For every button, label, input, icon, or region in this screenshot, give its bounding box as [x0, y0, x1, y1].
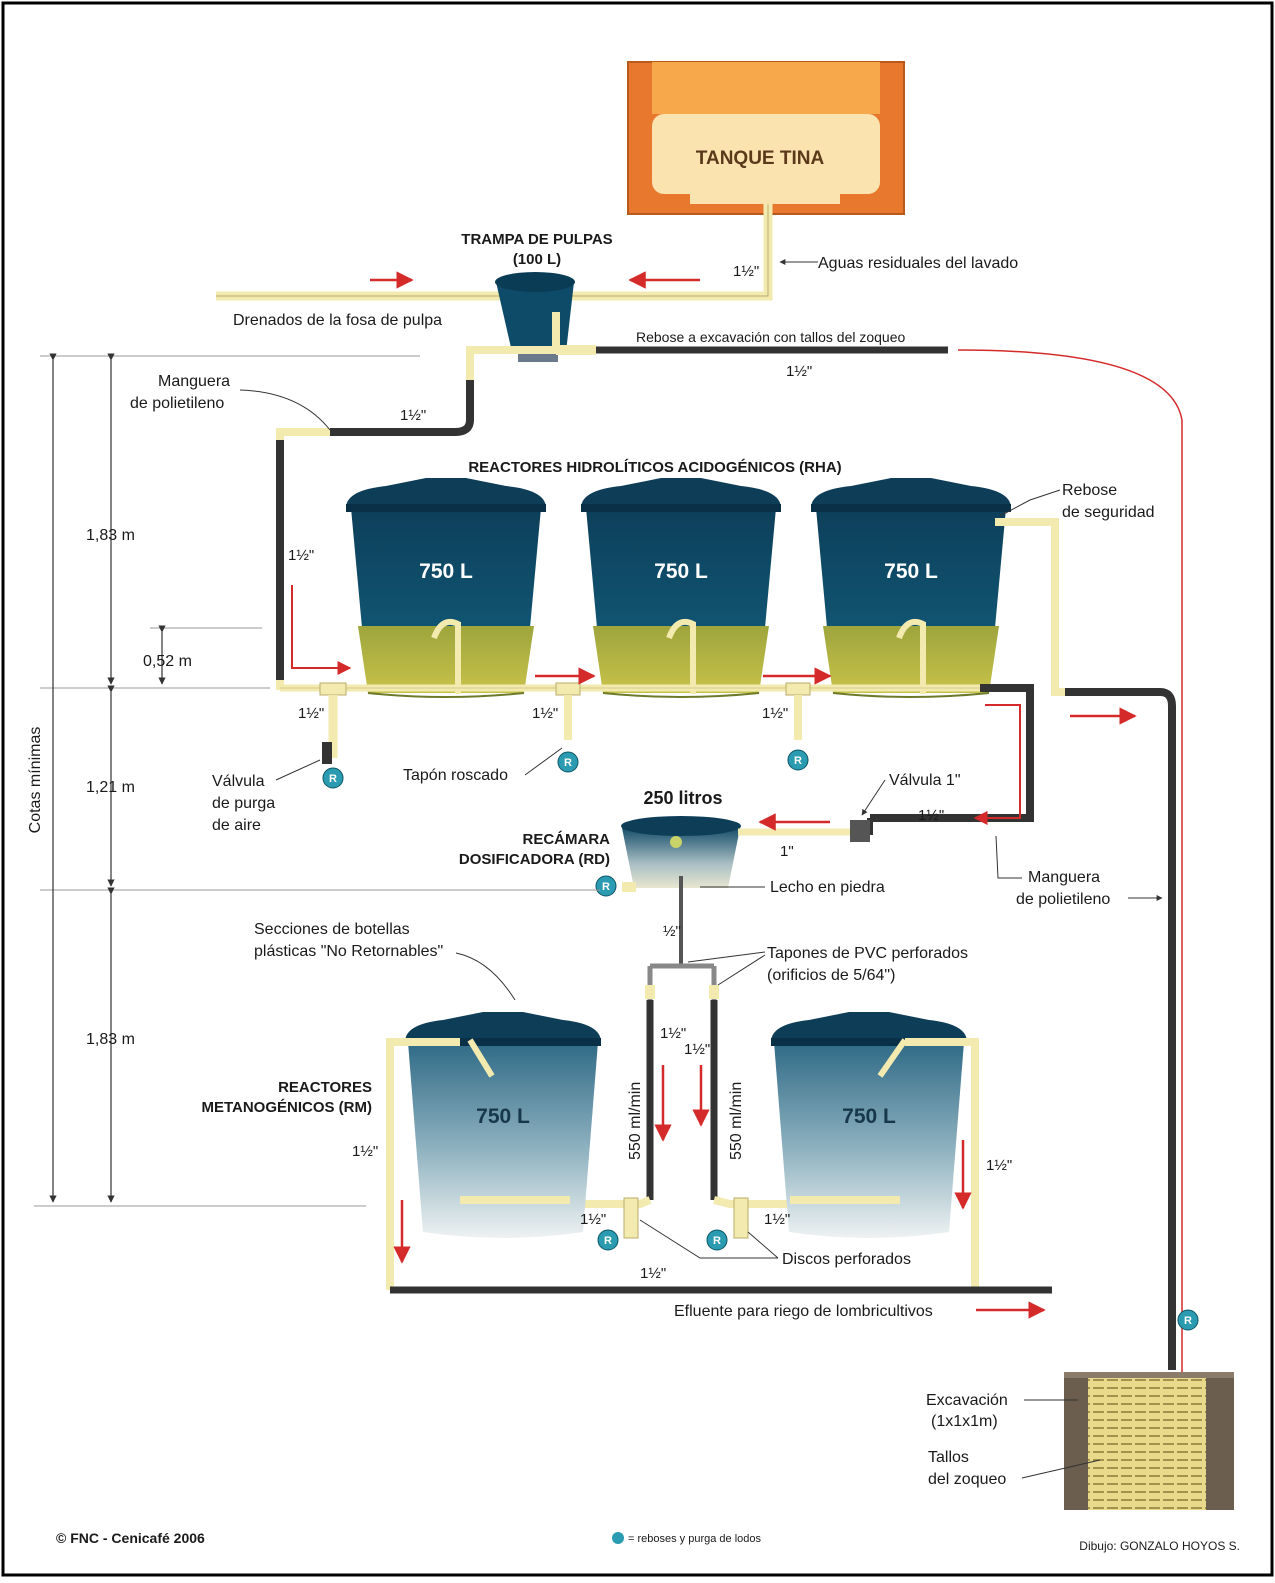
r-badge: R — [595, 875, 617, 897]
legend-label: = reboses y purga de lodos — [628, 1533, 762, 1545]
pipe-size-label: 1½" — [580, 1211, 606, 1228]
pipe-size-label: 1½" — [288, 547, 314, 564]
valvula-1-label: Válvula 1" — [889, 772, 961, 789]
pipe-size-label: 1½" — [733, 263, 759, 280]
top-pipes — [216, 204, 1183, 1380]
rha-title: REACTORES HIDROLÍTICOS ACIDOGÉNICOS (RHA… — [468, 459, 841, 476]
pipe-size-label: 1½" — [684, 1041, 710, 1058]
pipe-size-label: ½" — [663, 923, 681, 940]
rd-title-2: DOSIFICADORA (RD) — [459, 851, 610, 868]
manguera-label: Manguera — [158, 373, 230, 390]
r-badge: R — [1177, 1309, 1199, 1331]
pipe-size-label: 1½" — [918, 807, 944, 824]
aguas-residuales-label: Aguas residuales del lavado — [818, 255, 1018, 272]
pipe-size-label: 1½" — [660, 1025, 686, 1042]
pipe-size-label: 1½" — [986, 1157, 1012, 1174]
excavacion-label: Excavación — [926, 1392, 1008, 1409]
discos-perforados-label: Discos perforados — [782, 1251, 911, 1268]
pipe-size-label: 1½" — [764, 1211, 790, 1228]
tanque-tina-label: TANQUE TINA — [696, 148, 825, 169]
rd-capacity: 250 litros — [643, 788, 722, 808]
rm-title-1: REACTORES — [278, 1079, 372, 1096]
svg-text:R: R — [564, 757, 572, 769]
r-legend: = reboses y purga de lodos — [612, 1532, 762, 1545]
pipe-size-label: 1½" — [762, 705, 788, 722]
rd-tank — [621, 816, 741, 966]
dimension-label: 0,52 m — [143, 653, 192, 670]
valvula-purga-label: Válvula — [212, 773, 265, 790]
svg-text:R: R — [1184, 1315, 1192, 1327]
svg-text:R: R — [329, 773, 337, 785]
cotas-minimas-label: Cotas mínimas — [27, 727, 44, 834]
pipe-size-label: 1" — [780, 843, 794, 860]
rm-tank-2-capacity: 750 L — [842, 1105, 896, 1128]
r-badge: R — [322, 767, 344, 789]
lecho-piedra-label: Lecho en piedra — [770, 879, 885, 896]
svg-text:R: R — [713, 1235, 721, 1247]
copyright-label: © FNC - Cenicafé 2006 — [56, 1530, 205, 1546]
rm-tank-1: 750 L — [405, 1012, 601, 1238]
dimension-label: 1,21 m — [86, 779, 135, 796]
rd-title-1: RECÁMARA — [523, 831, 611, 848]
rha-tank-3-capacity: 750 L — [884, 560, 938, 583]
valvula-purga-label-2: de purga — [212, 795, 275, 812]
trampa-capacity: (100 L) — [513, 251, 561, 268]
manguera-rd-label-2: de polietileno — [1016, 891, 1110, 908]
rha-tank-2-capacity: 750 L — [654, 560, 708, 583]
manguera-rd-label: Manguera — [1028, 869, 1100, 886]
svg-text:R: R — [794, 755, 802, 767]
secciones-botellas-label-2: plásticas "No Retornables" — [254, 943, 443, 960]
rha-tank-3: 750 L — [811, 478, 1011, 697]
drenados-label: Drenados de la fosa de pulpa — [233, 312, 442, 329]
excavacion-size-label: (1x1x1m) — [931, 1413, 998, 1430]
tallos-label-2: del zoqueo — [928, 1471, 1006, 1488]
rm-title-2: METANOGÉNICOS (RM) — [201, 1099, 372, 1116]
trampa-title: TRAMPA DE PULPAS — [461, 231, 612, 248]
rm-tank-2: 750 L — [771, 1012, 967, 1238]
dimension-label: 1,83 m — [86, 1031, 135, 1048]
rha-tank-1-capacity: 750 L — [419, 560, 473, 583]
rebose-excavacion-label: Rebose a excavación con tallos del zoque… — [636, 329, 906, 345]
tapones-pvc-label: Tapones de PVC perforados — [767, 945, 968, 962]
rm-tank-1-capacity: 750 L — [476, 1105, 530, 1128]
pipe-size-label: 1½" — [400, 407, 426, 424]
pipe-size-label: 1½" — [352, 1143, 378, 1160]
r-badge: R — [557, 751, 579, 773]
tapon-roscado-label: Tapón roscado — [403, 767, 508, 784]
svg-text:R: R — [602, 881, 610, 893]
rebose-label-2: de seguridad — [1062, 504, 1155, 521]
rha-tank-2: 750 L — [581, 478, 781, 697]
pipe-size-label: 1½" — [640, 1265, 666, 1282]
rha-bottom-pipe — [280, 518, 1176, 1370]
pipe-size-label: 1½" — [786, 363, 812, 380]
flow-rate-label: 550 ml/min — [627, 1082, 644, 1160]
rebose-label: Rebose — [1062, 482, 1117, 499]
rha-tank-1: 750 L — [346, 478, 546, 697]
r-badge: R — [787, 749, 809, 771]
secciones-botellas-label: Secciones de botellas — [254, 921, 410, 938]
credit-label: Dibujo: GONZALO HOYOS S. — [1079, 1539, 1240, 1553]
r-badge: R — [706, 1229, 728, 1251]
tallos-label: Tallos — [928, 1449, 969, 1466]
excavacion — [1064, 1372, 1234, 1510]
svg-text:R: R — [604, 1235, 612, 1247]
valvula-purga-label-3: de aire — [212, 817, 261, 834]
dimension-lines — [34, 353, 600, 1207]
rm-distribution: ½" — [560, 923, 790, 1239]
rm-outlet-pipes — [386, 1038, 1052, 1294]
dimension-label: 1,83 m — [86, 527, 135, 544]
manguera-label-2: de polietileno — [130, 395, 224, 412]
pipe-size-label: 1½" — [298, 705, 324, 722]
pipe-size-label: 1½" — [532, 705, 558, 722]
efluente-label: Efluente para riego de lombricultivos — [674, 1303, 933, 1320]
tanque-tina: TANQUE TINA — [627, 61, 905, 215]
r-badge: R — [597, 1229, 619, 1251]
flow-rate-label: 550 ml/min — [728, 1082, 745, 1160]
tapones-pvc-label-2: (orificios de 5/64") — [767, 967, 895, 984]
